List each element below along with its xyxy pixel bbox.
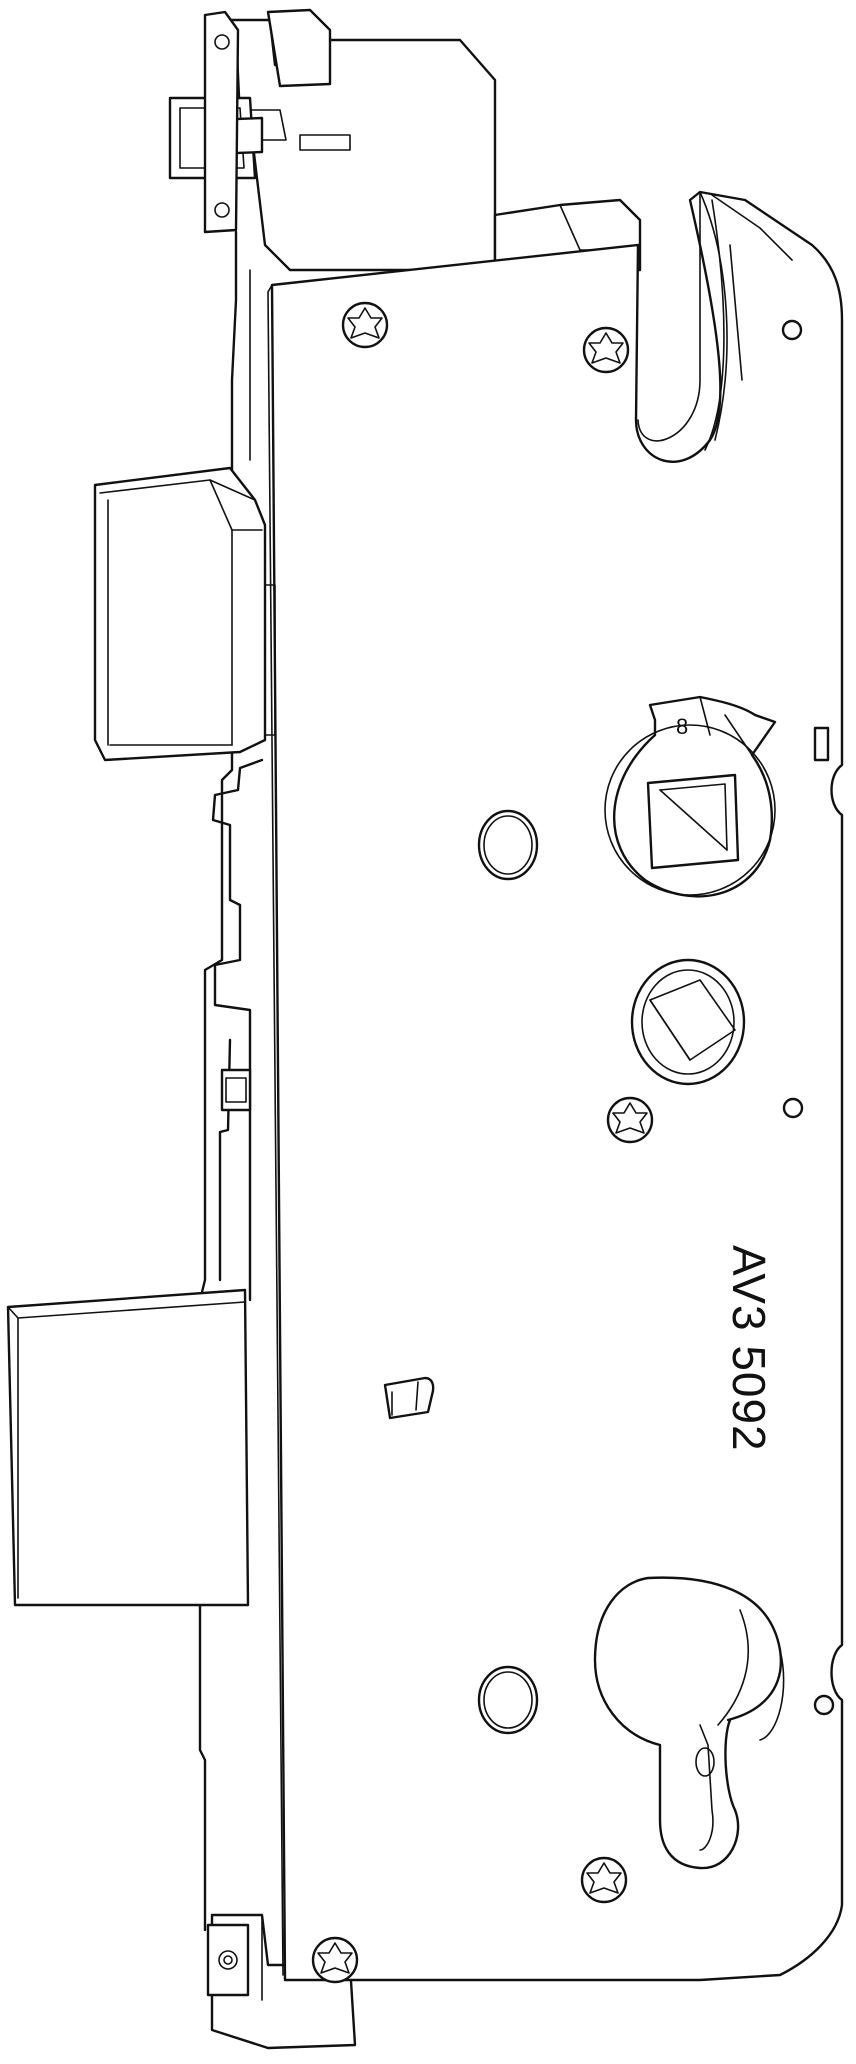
round-hole-lower [477,1665,539,1735]
top-latch [93,466,276,762]
cylinder-cutout [593,1576,785,1870]
round-hole-upper [477,809,539,881]
follower-hub: 8 [604,695,777,898]
gear-number-label: 8 [676,714,688,739]
screw-lower [580,1856,628,1904]
screw-middle [606,1096,654,1144]
screw-bottom-left [311,1936,359,1984]
centre-slot [383,1376,435,1420]
small-holes [781,319,835,1716]
rear-rail [168,8,642,2050]
top-slot [637,191,725,451]
bolt [6,1288,250,1607]
thumb-turn-hub [630,958,746,1086]
screw-top-left [341,301,389,349]
faceplate [267,190,844,1982]
screw-top-right [582,326,630,374]
model-code-label: AV3 5092 [723,1245,775,1452]
